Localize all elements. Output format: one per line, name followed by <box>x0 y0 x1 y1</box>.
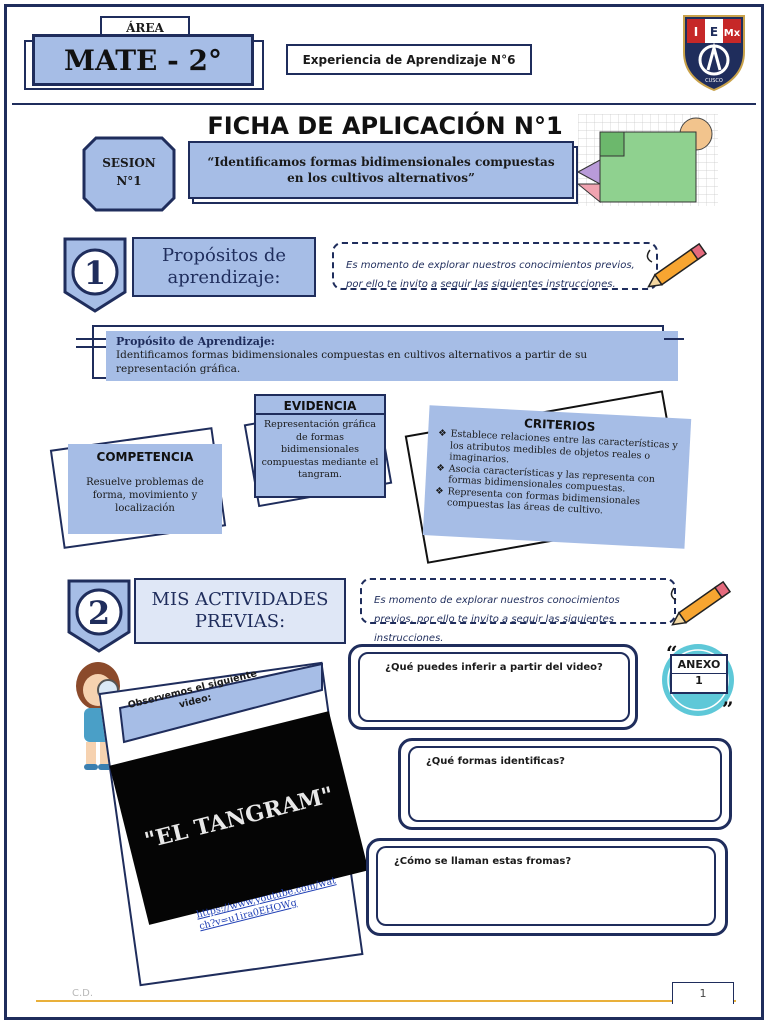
girl-magnifier-illustration <box>76 662 120 770</box>
area-label: ÁREA <box>126 21 164 35</box>
annex-box[interactable]: ANEXO 1 <box>670 654 728 694</box>
section1-note-box: Es momento de explorar nuestros conocimi… <box>332 242 658 290</box>
footer-initials: C.D. <box>72 988 94 999</box>
section1-badge: 1 <box>63 237 127 313</box>
school-logo: I E Mx CUSCO <box>683 15 745 92</box>
quote-open-icon: “ <box>666 641 678 665</box>
diamond-bullet-icon: ❖ <box>437 427 447 440</box>
section2-badge: 2 <box>67 579 131 653</box>
purpose-label: Propósito de Aprendizaje: <box>116 335 275 348</box>
section2-title: MIS ACTIVIDADES PREVIAS: <box>151 589 329 632</box>
evidencia-box: EVIDENCIA Representación gráfica de form… <box>254 394 386 498</box>
logo-letter-e: E <box>710 25 718 39</box>
section1-title-box: Propósitos de aprendizaje: <box>132 237 316 297</box>
diamond-bullet-icon: ❖ <box>434 485 444 497</box>
quote-close-icon: ” <box>722 697 734 720</box>
page-number-box: 1 <box>672 982 734 1004</box>
subject-box: MATE - 2° <box>32 34 254 86</box>
annex-number: 1 <box>672 673 726 687</box>
logo-letter-i: I <box>694 25 698 39</box>
question-2: ¿Qué formas identificas? <box>426 756 565 767</box>
evidencia-text: Representación gráfica de formas bidimen… <box>261 419 379 480</box>
session-label: SESION <box>102 156 156 170</box>
purpose-line-2 <box>76 346 106 348</box>
answer-area-2[interactable]: ¿Qué formas identificas? <box>408 746 722 822</box>
video-banner <box>118 662 323 744</box>
section2-number: 2 <box>88 594 110 632</box>
question-1: ¿Qué puedes inferir a partir del video? <box>385 662 603 673</box>
page-frame <box>4 4 764 1020</box>
section2-title-fill <box>136 580 344 642</box>
purpose-line-1 <box>76 338 106 340</box>
diamond-bullet-icon: ❖ <box>436 462 446 474</box>
section2-note: Es momento de explorar nuestros conocimi… <box>374 595 620 644</box>
section2-title-box: MIS ACTIVIDADES PREVIAS: <box>134 578 346 644</box>
pencil-icon <box>670 580 732 626</box>
page-number: 1 <box>699 987 707 1000</box>
session-theme: “Identificamos formas bidimensionales co… <box>207 155 555 185</box>
answer-area-3[interactable]: ¿Cómo se llaman estas fromas? <box>376 846 716 926</box>
criterios-box: CRITERIOS ❖Establece relaciones entre la… <box>422 405 692 549</box>
experience-label: Experiencia de Aprendizaje N°6 <box>302 52 516 67</box>
session-number: N°1 <box>116 174 142 188</box>
competencia-title: COMPETENCIA <box>96 450 194 464</box>
purpose-box: Propósito de Aprendizaje: Identificamos … <box>106 331 678 381</box>
purpose-text: Identificamos formas bidimensionales com… <box>116 349 588 375</box>
session-badge <box>82 136 176 212</box>
section1-note: Es momento de explorar nuestros conocimi… <box>346 260 635 290</box>
subject-title: MATE - 2° <box>64 43 222 77</box>
purpose-line-3 <box>664 338 684 340</box>
page-title: FICHA DE APLICACIÓN N°1 <box>207 112 563 140</box>
section2-note-box: Es momento de explorar nuestros conocimi… <box>360 578 676 644</box>
question-3: ¿Cómo se llaman estas fromas? <box>394 856 572 867</box>
annex-label: ANEXO <box>677 658 721 671</box>
answer-area-1[interactable]: ¿Qué puedes inferir a partir del video? <box>358 652 630 722</box>
section1-title: Propósitos de aprendizaje: <box>161 245 287 288</box>
logo-letter-mx: Mx <box>724 28 741 39</box>
evidencia-title: EVIDENCIA <box>256 399 384 415</box>
section1-number: 1 <box>84 254 106 292</box>
competencia-text: Resuelve problemas de forma, movimiento … <box>86 477 204 514</box>
experience-box: Experiencia de Aprendizaje N°6 <box>286 44 532 75</box>
theme-box: “Identificamos formas bidimensionales co… <box>188 141 574 199</box>
pencil-icon <box>646 242 708 288</box>
logo-text: CUSCO <box>705 78 723 84</box>
area-grid-illustration <box>578 114 718 206</box>
competencia-box: COMPETENCIA Resuelve problemas de forma,… <box>68 444 222 534</box>
header-divider <box>12 103 756 105</box>
footer-line <box>36 1000 736 1002</box>
video-thumbnail-text: "EL TANGRAM" <box>141 781 337 855</box>
